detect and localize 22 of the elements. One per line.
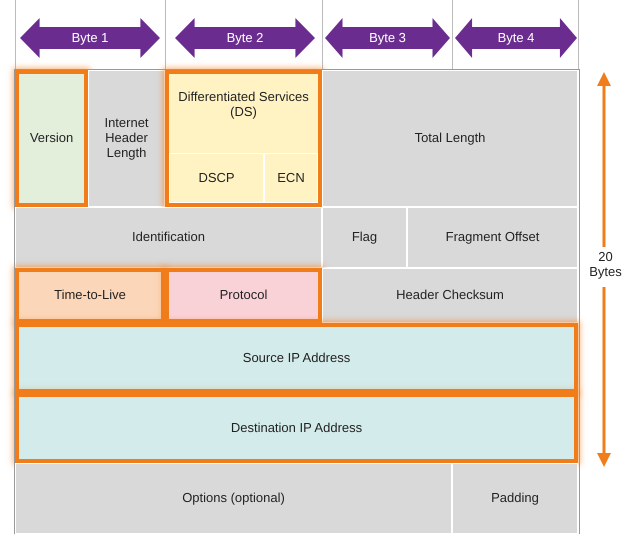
field-cell: Internet Header Length [88, 70, 165, 207]
field-cell: Protocol [165, 268, 322, 323]
field-cell: Identification [15, 207, 322, 268]
byte-banner: Byte 3 [325, 18, 450, 58]
field-cell: Flag [322, 207, 407, 268]
field-cell: Destination IP Address [15, 393, 578, 463]
byte-banner: Byte 1 [20, 18, 160, 58]
field-group [165, 70, 322, 207]
field-cell: Time-to-Live [15, 268, 165, 323]
field-cell: Padding [452, 463, 578, 534]
byte-banner: Byte 4 [455, 18, 577, 58]
size-label: 20 Bytes [588, 250, 623, 280]
field-label: Differentiated Services (DS) [177, 90, 310, 120]
byte-banner: Byte 2 [175, 18, 315, 58]
field-cell: Header Checksum [322, 268, 578, 323]
field-cell: DSCP [169, 153, 264, 203]
field-cell: Fragment Offset [407, 207, 578, 268]
field-cell: Options (optional) [15, 463, 452, 534]
field-cell: Source IP Address [15, 323, 578, 393]
field-cell: Version [15, 70, 88, 207]
field-cell: ECN [264, 153, 318, 203]
field-cell: Total Length [322, 70, 578, 207]
